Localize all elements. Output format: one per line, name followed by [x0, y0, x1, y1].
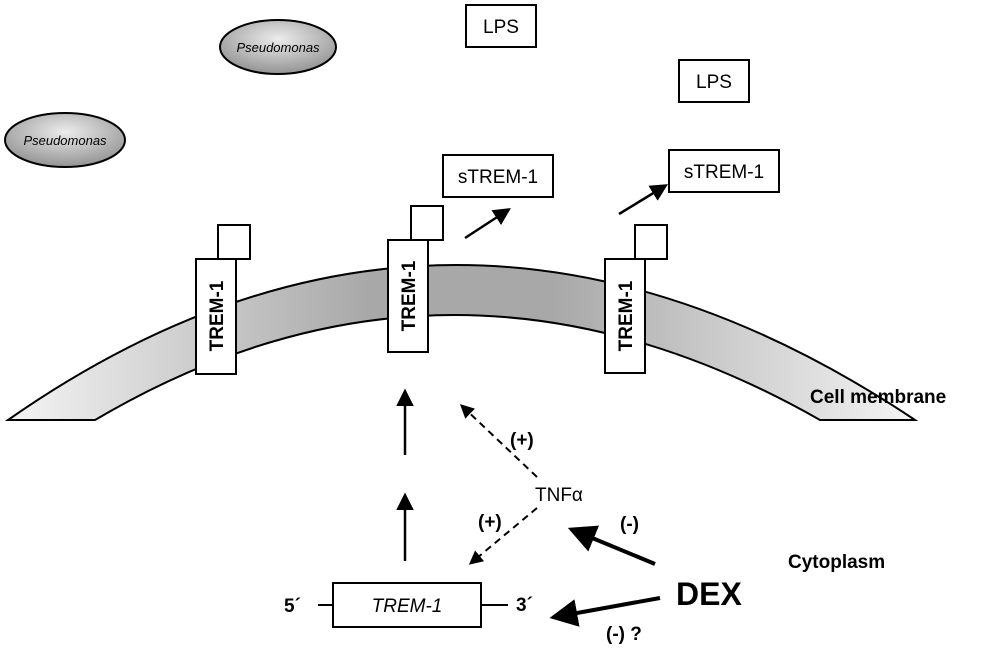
trem1-receptor-center: TREM-1	[387, 205, 444, 353]
strem1-box-1: sTREM-1	[442, 154, 554, 198]
svg-text:TREM-1: TREM-1	[399, 260, 420, 331]
shedding-arrow-1	[464, 208, 511, 240]
tnf-to-membrane-arrow	[459, 404, 538, 478]
lps-box-1: LPS	[465, 4, 537, 48]
svg-text:sTREM-1: sTREM-1	[684, 162, 764, 183]
tnf-alpha-label: TNFα	[535, 485, 583, 506]
strem1-box-2: sTREM-1	[668, 149, 780, 193]
svg-text:LPS: LPS	[483, 17, 519, 38]
svg-text:Pseudomonas: Pseudomonas	[236, 40, 320, 55]
svg-text:sTREM-1: sTREM-1	[458, 167, 538, 188]
svg-text:(+): (+)	[478, 512, 502, 533]
tnf-to-gene-arrow	[468, 507, 538, 565]
svg-text:5´: 5´	[284, 596, 301, 617]
cell-membrane-band	[4, 264, 919, 421]
dex-to-tnf-arrow	[567, 525, 656, 566]
svg-text:(-) ?: (-) ?	[606, 624, 642, 645]
dex-to-gene-arrow	[549, 596, 661, 627]
svg-text:LPS: LPS	[696, 72, 732, 93]
svg-text:TREM-1: TREM-1	[372, 596, 443, 617]
svg-text:Pseudomonas: Pseudomonas	[23, 133, 107, 148]
svg-text:3´: 3´	[516, 595, 533, 616]
lps-box-2: LPS	[678, 59, 750, 103]
shedding-arrow-2	[618, 184, 668, 216]
trem1-receptor-left: TREM-1	[195, 224, 251, 375]
pseudomonas-2: Pseudomonas	[4, 112, 126, 168]
cell-membrane-label: Cell membrane	[810, 387, 946, 408]
svg-text:(+): (+)	[510, 430, 534, 451]
cytoplasm-label: Cytoplasm	[788, 552, 885, 573]
trem1-receptor-right: TREM-1	[604, 224, 668, 374]
trem1-gene: TREM-1 5´ 3´	[284, 582, 533, 628]
dex-label: DEX	[676, 576, 742, 612]
pseudomonas-1: Pseudomonas	[219, 19, 337, 75]
svg-text:TREM-1: TREM-1	[207, 280, 228, 351]
svg-text:TREM-1: TREM-1	[616, 280, 637, 351]
svg-text:(-): (-)	[620, 514, 639, 535]
